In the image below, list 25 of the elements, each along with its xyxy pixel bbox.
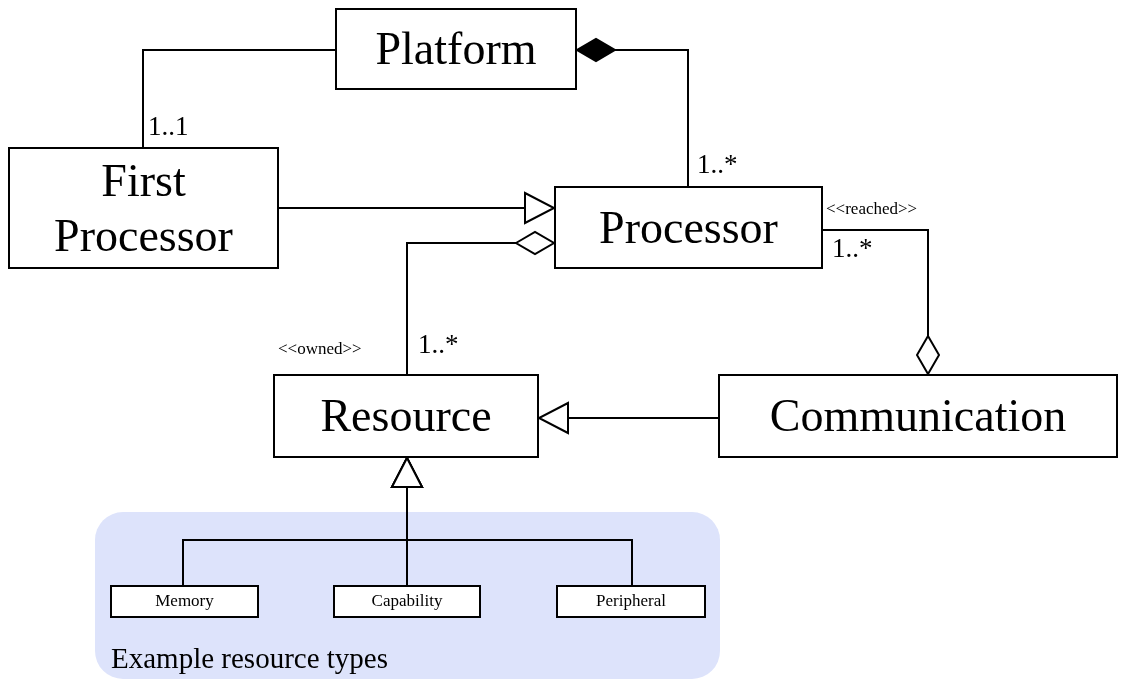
generalization-arrow: [278, 192, 555, 224]
class-box: [335, 8, 577, 90]
group-band: [95, 512, 720, 679]
class-name: Communication: [769, 389, 1067, 444]
generalization-arrow: [538, 402, 719, 434]
class-name: Platform: [375, 22, 537, 77]
class-box: [718, 374, 1118, 458]
generalization-arrow: [391, 457, 633, 586]
class-name: Capability: [371, 591, 443, 612]
class-name: Processor: [599, 200, 778, 255]
class-name: Resource: [320, 389, 492, 444]
class-name: Memory: [155, 591, 214, 612]
class-box: [556, 585, 706, 618]
class-name: Peripheral: [596, 591, 666, 612]
aggregation-line: [406, 231, 555, 375]
class-box: [8, 147, 279, 269]
class-box: [554, 186, 823, 269]
class-name: First Processor: [53, 153, 234, 263]
aggregation-line: [822, 229, 940, 375]
class-box: [333, 585, 481, 618]
class-box: [273, 374, 539, 458]
group-title: Example resource types: [111, 642, 388, 675]
composition-line: [576, 38, 689, 187]
class-box: [110, 585, 259, 618]
association-line: [142, 49, 336, 148]
